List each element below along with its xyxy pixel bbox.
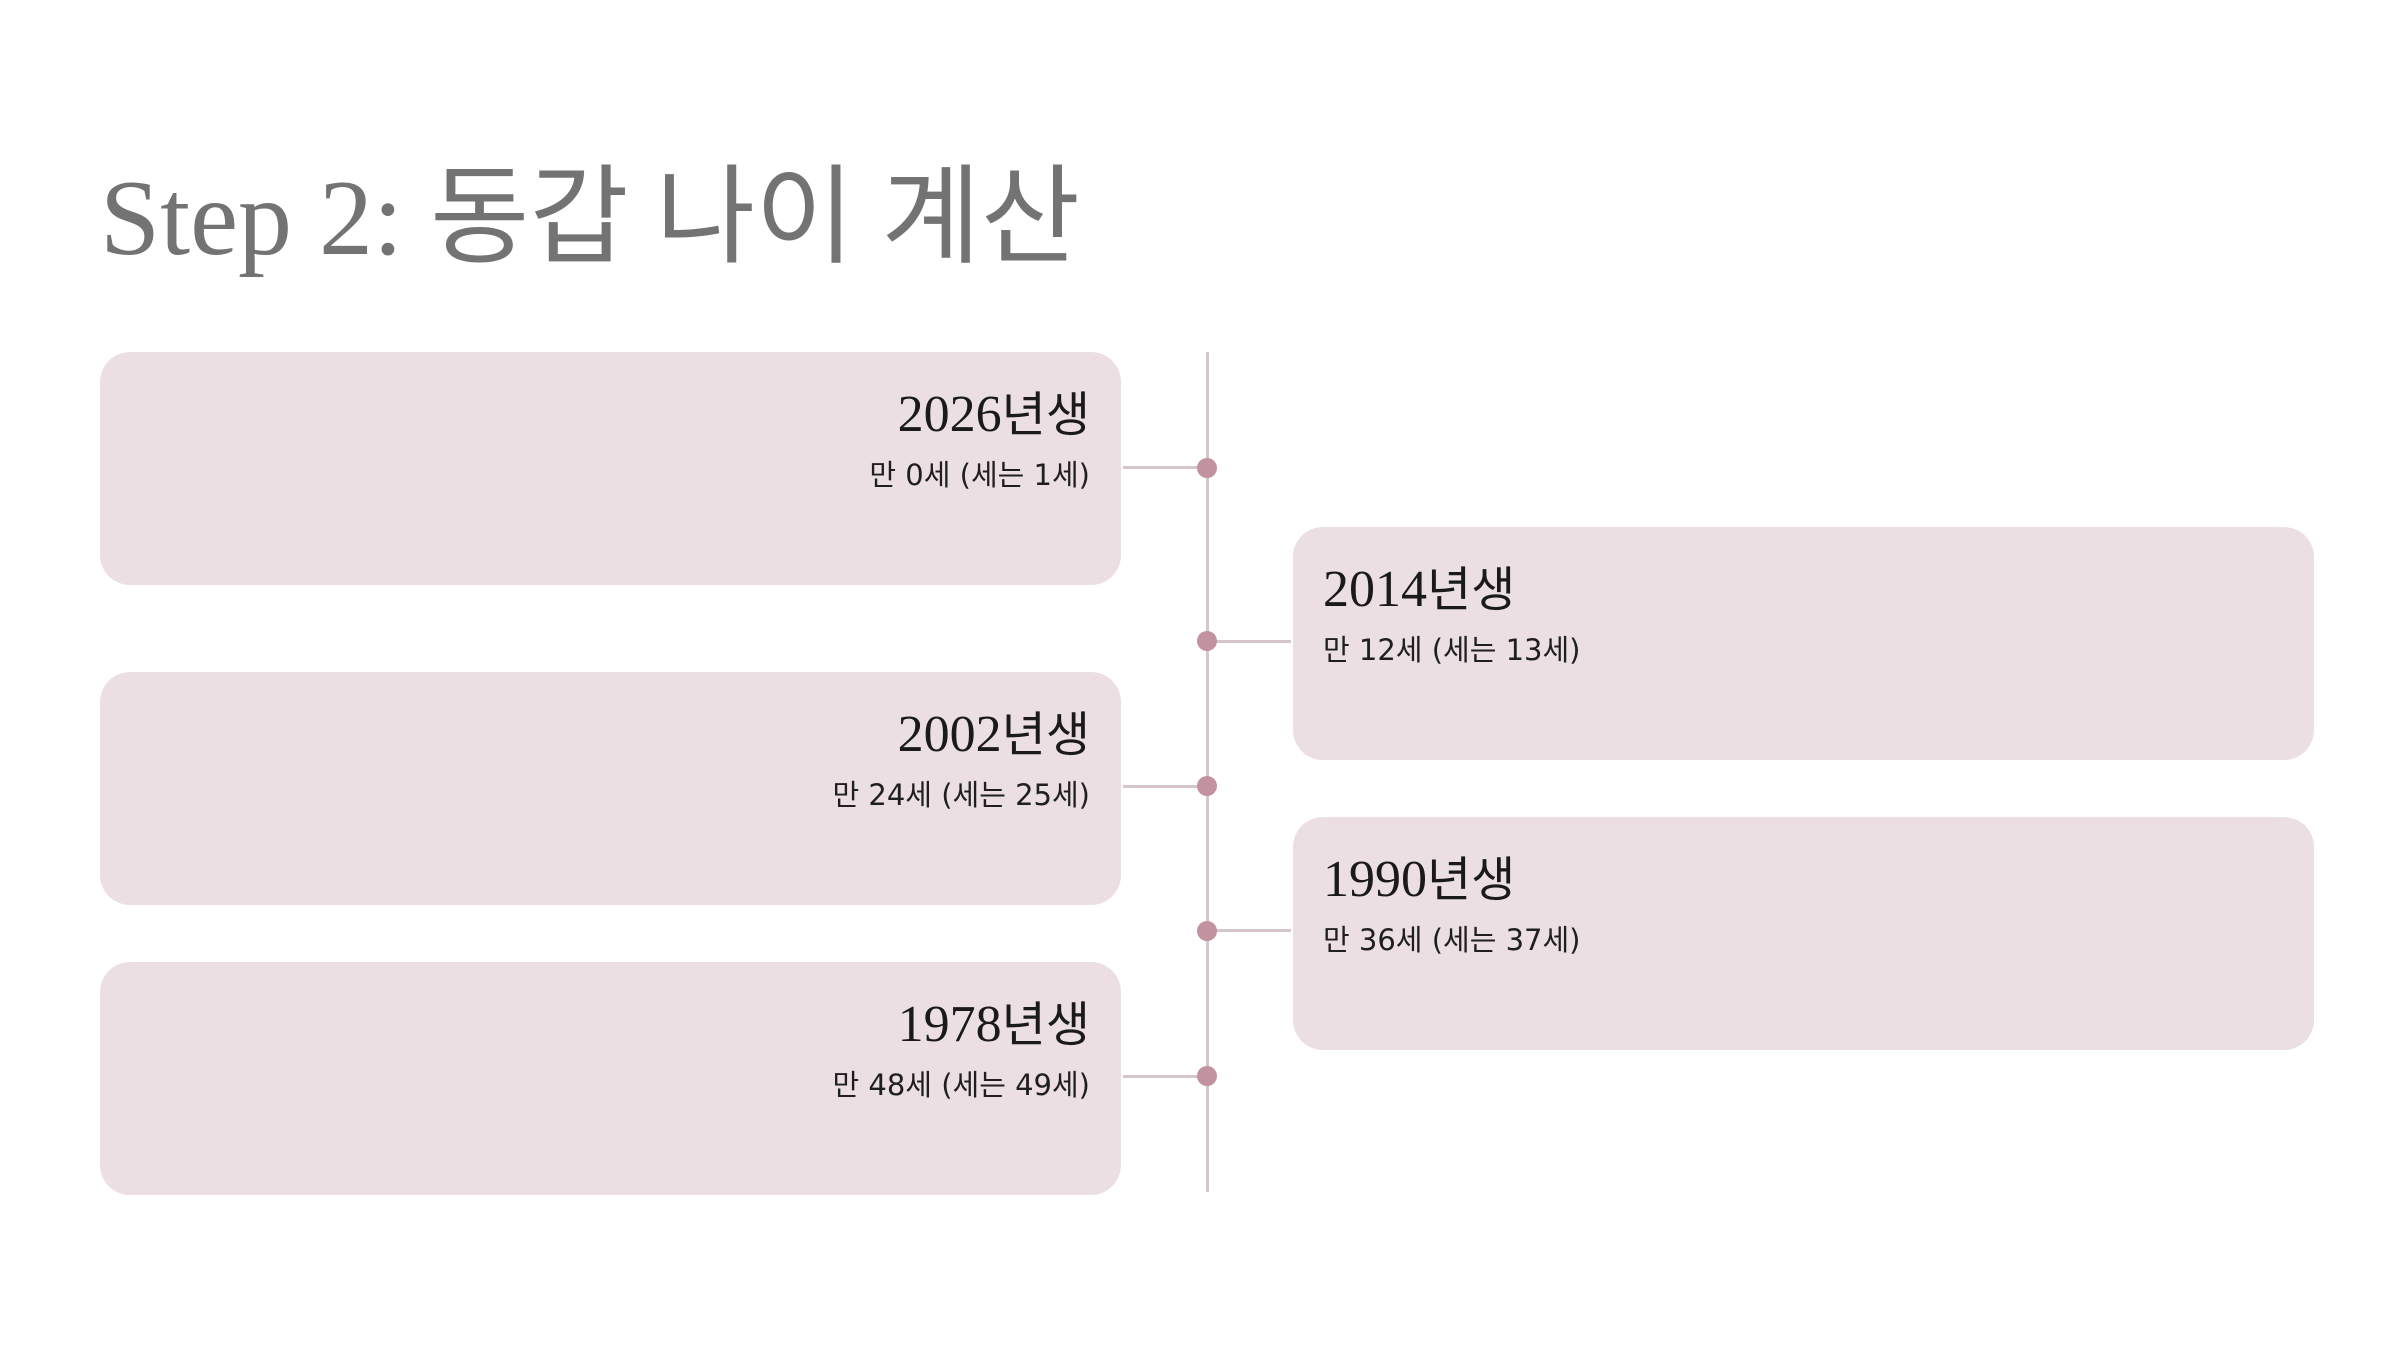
age-text: 만 12세 (세는 13세) xyxy=(1323,633,1581,667)
birth-year-suffix: 년생 xyxy=(1001,707,1090,763)
page-title: Step 2: 동갑 나이 계산 xyxy=(100,159,1081,278)
birth-year-label: 1990년생 xyxy=(1323,847,2314,912)
birth-year: 2026 xyxy=(897,386,1002,443)
birth-year-suffix: 년생 xyxy=(1427,852,1516,908)
birth-year-label: 2026년생 xyxy=(100,382,1090,447)
birth-year-suffix: 년생 xyxy=(1001,997,1090,1053)
timeline-dot xyxy=(1197,631,1217,651)
age-text: 만 36세 (세는 37세) xyxy=(1323,923,1581,957)
timeline-card-1990: 1990년생 만 36세 (세는 37세) xyxy=(1293,817,2314,1050)
timeline-connector xyxy=(1207,640,1291,643)
age-text: 만 24세 (세는 25세) xyxy=(832,778,1091,812)
birth-year: 1978 xyxy=(897,996,1002,1053)
timeline-dot xyxy=(1197,1066,1217,1086)
age-text: 만 48세 (세는 49세) xyxy=(832,1068,1091,1102)
timeline-connector xyxy=(1123,466,1209,469)
age-text: 만 0세 (세는 1세) xyxy=(869,458,1090,492)
timeline-connector xyxy=(1123,1075,1209,1078)
timeline-axis xyxy=(1206,352,1209,1192)
timeline-card-2014: 2014년생 만 12세 (세는 13세) xyxy=(1293,527,2314,760)
birth-year-label: 2014년생 xyxy=(1323,557,2314,622)
birth-year: 1990 xyxy=(1323,851,1427,908)
timeline-card-2002: 2002년생 만 24세 (세는 25세) xyxy=(100,672,1121,905)
birth-year-label: 2002년생 xyxy=(100,702,1090,767)
timeline-connector xyxy=(1207,929,1291,932)
timeline-dot xyxy=(1197,776,1217,796)
birth-year: 2002 xyxy=(897,706,1002,763)
timeline-card-1978: 1978년생 만 48세 (세는 49세) xyxy=(100,962,1121,1195)
birth-year-label: 1978년생 xyxy=(100,992,1090,1057)
birth-year-suffix: 년생 xyxy=(1427,562,1516,618)
timeline-dot xyxy=(1197,921,1217,941)
timeline-dot xyxy=(1197,458,1217,478)
birth-year-suffix: 년생 xyxy=(1001,387,1090,443)
timeline-connector xyxy=(1123,785,1209,788)
timeline-card-2026: 2026년생 만 0세 (세는 1세) xyxy=(100,352,1121,585)
birth-year: 2014 xyxy=(1323,561,1427,618)
